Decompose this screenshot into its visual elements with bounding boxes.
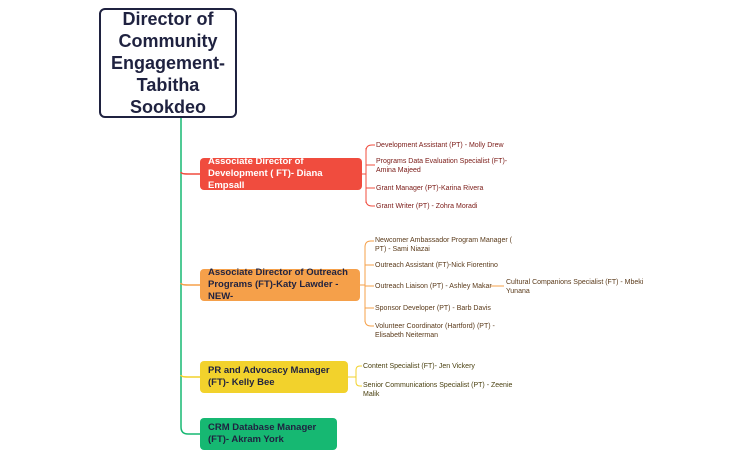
- leaf-sponsor-developer[interactable]: Sponsor Developer (PT) - Barb Davis: [375, 305, 491, 312]
- leaf-cultural-companions[interactable]: Cultural Companions Specialist (FT) - Mb…: [506, 279, 644, 295]
- leaf-programs-data-evaluation[interactable]: Programs Data Evaluation Specialist (FT)…: [376, 158, 508, 174]
- leaf-outreach-liaison[interactable]: Outreach Liaison (PT) - Ashley Makar: [375, 283, 492, 290]
- root-node-director[interactable]: Director of Community Engagement- Tabith…: [99, 8, 237, 118]
- leaf-newcomer-ambassador[interactable]: Newcomer Ambassador Program Manager ( PT…: [375, 237, 512, 253]
- node-associate-director-outreach[interactable]: Associate Director of Outreach Programs …: [200, 267, 360, 302]
- leaf-outreach-assistant[interactable]: Outreach Assistant (FT)-Nick Fiorentino: [375, 262, 498, 269]
- node-crm-database-manager[interactable]: CRM Database Manager (FT)- Akram York: [200, 418, 337, 450]
- leaf-grant-writer[interactable]: Grant Writer (PT) - Zohra Moradi: [376, 203, 478, 210]
- leaf-senior-communications[interactable]: Senior Communications Specialist (PT) - …: [363, 382, 513, 398]
- leaf-grant-manager[interactable]: Grant Manager (PT)-Karina Rivera: [376, 185, 484, 192]
- node-pr-advocacy-manager[interactable]: PR and Advocacy Manager (FT)- Kelly Bee: [200, 361, 348, 393]
- leaf-content-specialist[interactable]: Content Specialist (FT)- Jen Vickery: [363, 363, 475, 370]
- leaf-volunteer-coordinator[interactable]: Volunteer Coordinator (Hartford) (PT) - …: [375, 323, 495, 339]
- leaf-development-assistant[interactable]: Development Assistant (PT) - Molly Drew: [376, 142, 504, 149]
- node-associate-director-development[interactable]: Associate Director of Development ( FT)-…: [200, 156, 362, 191]
